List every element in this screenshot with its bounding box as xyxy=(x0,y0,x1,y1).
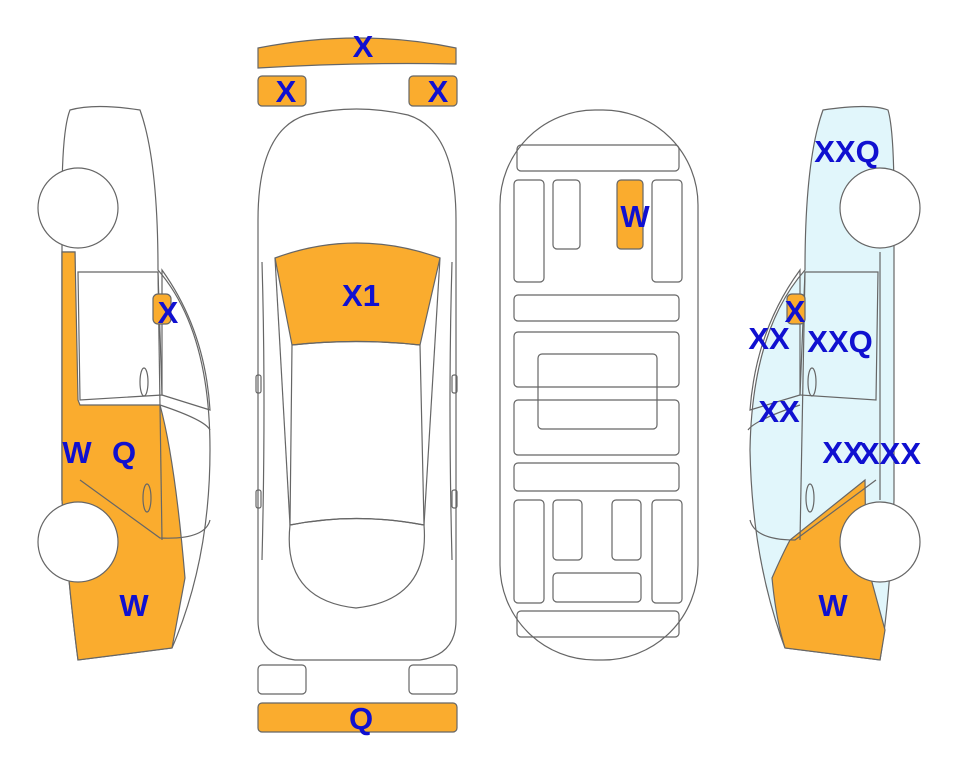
right-side-view xyxy=(747,105,921,661)
floor-panel-1[interactable] xyxy=(516,144,680,172)
floor-panel-6[interactable] xyxy=(513,294,680,322)
label-front-bumper: X xyxy=(353,29,374,64)
floor-panel-7[interactable] xyxy=(513,331,680,388)
floor-panel-12[interactable] xyxy=(552,499,583,561)
floor-panel-9[interactable] xyxy=(513,399,680,456)
rear-bumper[interactable] xyxy=(257,702,458,733)
right-mirror-stub xyxy=(451,374,458,394)
right-mirror[interactable] xyxy=(786,293,806,325)
left-door-line xyxy=(159,404,211,431)
right-side-line xyxy=(449,261,453,561)
left-front-wheel xyxy=(37,167,119,249)
left-rear-wheel xyxy=(37,501,119,583)
label-right-rear-door-2: XXX xyxy=(859,436,921,471)
left-mirror-stub xyxy=(255,374,262,394)
right-handle-front xyxy=(807,367,817,397)
right-handle-rear xyxy=(805,483,815,513)
label-trunk-floor-panel: W xyxy=(620,199,650,234)
floor-panel-13[interactable] xyxy=(611,499,642,561)
front-left-lamp[interactable] xyxy=(257,75,307,107)
floor-outline xyxy=(499,109,699,661)
right-door-line xyxy=(747,404,801,431)
floor-panel-15[interactable] xyxy=(552,572,642,603)
left-side-line xyxy=(261,261,265,561)
roof-outline xyxy=(289,340,425,526)
front-bumper[interactable] xyxy=(257,37,457,69)
label-rear-bumper: Q xyxy=(349,701,373,736)
label-right-mirror: X xyxy=(785,294,806,329)
left-handle-front xyxy=(139,367,149,397)
label-right-b-pillar: XX xyxy=(758,394,800,429)
label-windshield: X1 xyxy=(342,278,380,313)
floor-panel-3[interactable] xyxy=(552,179,581,250)
floor-panel-8[interactable] xyxy=(537,353,658,430)
left-handle-rear xyxy=(142,483,152,513)
label-left-mirror: X xyxy=(158,295,179,330)
floor-panel-5[interactable] xyxy=(651,179,683,283)
label-right-a-pillar: XX xyxy=(748,321,790,356)
floor-view xyxy=(499,109,699,661)
floor-panel-2[interactable] xyxy=(513,179,545,283)
right-side-line-2 xyxy=(423,257,441,526)
label-left-rear-door: W xyxy=(62,435,92,470)
label-right-rear-quarter: W xyxy=(818,588,848,623)
left-handle-stub xyxy=(255,489,262,509)
label-left-rear-door-2: Q xyxy=(112,435,136,470)
left-side-line-2 xyxy=(274,257,291,526)
top-view-exterior xyxy=(255,37,458,733)
label-front-left-lamp: X xyxy=(276,74,297,109)
floor-panel-14[interactable] xyxy=(651,499,683,604)
right-rear-wheel xyxy=(839,501,921,583)
left-side-view xyxy=(37,105,211,661)
label-left-rear-quarter: W xyxy=(119,588,149,623)
right-door-line-2 xyxy=(749,479,877,541)
front-right-lamp[interactable] xyxy=(408,75,458,107)
right-window-rear xyxy=(749,268,801,411)
rear-right-lamp[interactable] xyxy=(408,664,458,695)
left-window-front xyxy=(77,271,163,401)
trunk-floor-panel[interactable] xyxy=(616,179,644,250)
floor-panel-16[interactable] xyxy=(516,610,680,638)
label-right-front-fender: XXQ xyxy=(814,134,879,169)
car-body-outline xyxy=(257,108,457,661)
right-front-wheel xyxy=(839,167,921,249)
floor-panel-11[interactable] xyxy=(513,499,545,604)
left-mirror[interactable] xyxy=(152,293,172,325)
left-window-rear xyxy=(161,268,211,411)
floor-panel-10[interactable] xyxy=(513,462,680,492)
label-front-right-lamp: X xyxy=(428,74,449,109)
label-right-rear-door-1: XX xyxy=(822,435,864,470)
damage-labels: X X X X1 Q W X W Q W XXQ X XX XXQ XX XX … xyxy=(62,29,921,736)
rear-window xyxy=(288,517,426,609)
label-right-front-door: XXQ xyxy=(807,324,872,359)
right-handle-stub xyxy=(451,489,458,509)
left-door-line-2 xyxy=(79,479,211,539)
rear-left-lamp[interactable] xyxy=(257,664,307,695)
